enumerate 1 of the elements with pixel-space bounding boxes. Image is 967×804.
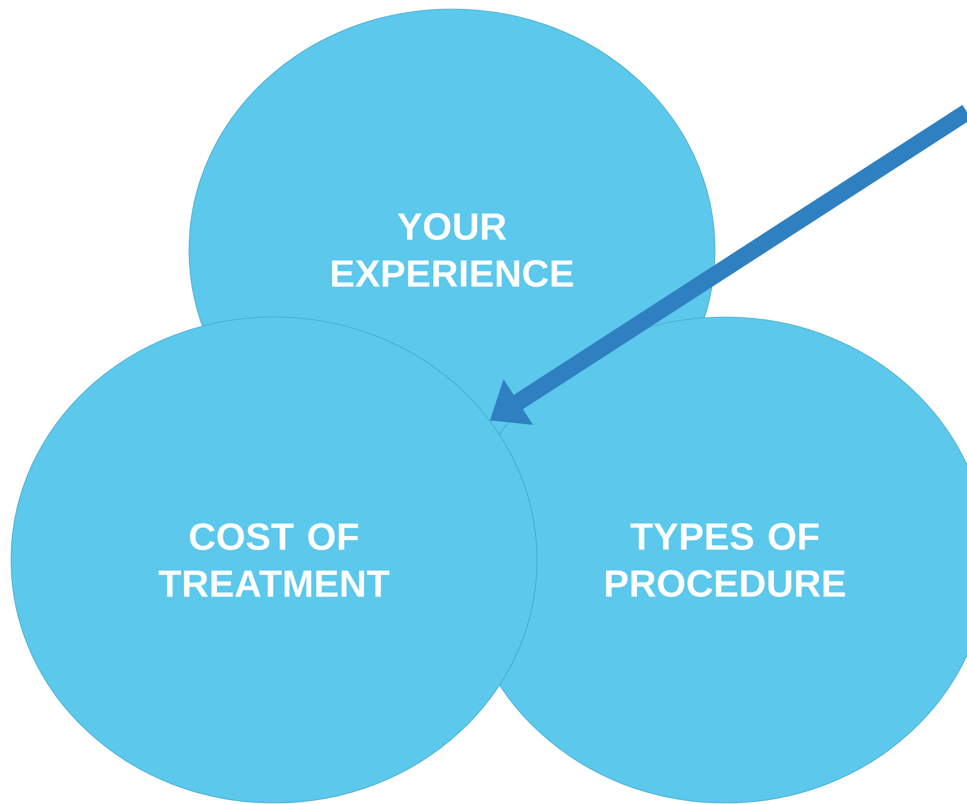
node-label: TYPES OF PROCEDURE bbox=[606, 523, 845, 597]
